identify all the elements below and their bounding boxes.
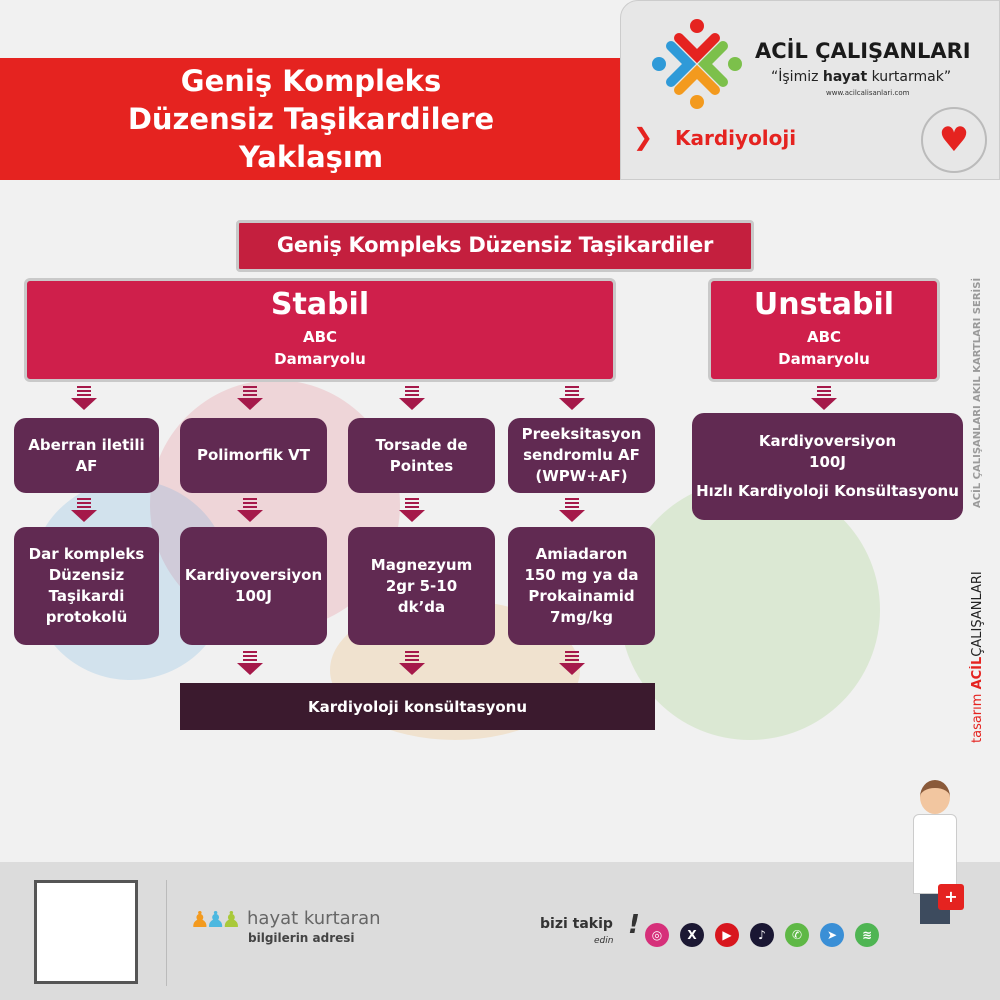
chevron-right-icon: ❯ xyxy=(633,123,654,151)
node-torsade: Torsade de Pointes xyxy=(348,418,495,493)
brand-name: ACİL ÇALIŞANLARI xyxy=(755,39,971,63)
category-label: Kardiyoloji xyxy=(675,126,797,150)
follow-sub: edin xyxy=(594,936,614,946)
arrow-down-icon xyxy=(559,498,585,526)
x-icon[interactable]: X xyxy=(680,923,704,947)
arrow-down-icon xyxy=(71,386,97,414)
follow-label: bizi takip xyxy=(540,916,613,932)
node-magnezyum: Magnezyum 2gr 5-10 dk’da xyxy=(348,527,495,645)
node-amiadaron: Amiadaron 150 mg ya da Prokainamid 7mg/k… xyxy=(508,527,655,645)
stabil-heading: Stabil xyxy=(270,287,370,322)
arrow-down-icon xyxy=(811,386,837,414)
instagram-icon[interactable]: ◎ xyxy=(645,923,669,947)
tagline-main: hayat kurtaran xyxy=(247,908,381,929)
whatsapp-icon[interactable]: ✆ xyxy=(785,923,809,947)
arrow-down-icon xyxy=(71,498,97,526)
series-label: ACİL ÇALIŞANLARI AKIL KARTLARI SERİSİ xyxy=(972,277,983,508)
arrow-down-icon xyxy=(559,386,585,414)
chart-title: Geniş Kompleks Düzensiz Taşikardiler xyxy=(236,220,754,272)
background-decoration xyxy=(620,480,880,740)
unstabil-line: ABC xyxy=(806,328,842,346)
first-aid-kit-icon: + xyxy=(938,884,964,910)
node-kardiyoversiyon: Kardiyoversiyon 100J xyxy=(180,527,327,645)
unstabil-box: Unstabil ABC Damaryolu xyxy=(708,278,940,382)
page-title: Geniş Kompleks Düzensiz Taşikardilere Ya… xyxy=(0,58,622,180)
arrow-down-icon xyxy=(559,651,585,679)
title-line: Düzensiz Taşikardilere xyxy=(127,102,495,136)
design-credit: tasarım ACİLÇALIŞANLARI xyxy=(970,571,985,744)
action-line: Kardiyoversiyon xyxy=(758,432,897,450)
social-links: ◎ X ▶ ♪ ✆ ➤ ≋ xyxy=(645,923,879,947)
node-unstabil-action: Kardiyoversiyon 100J Hızlı Kardiyoloji K… xyxy=(692,413,963,520)
footer: ♟♟♟ hayat kurtaran bilgilerin adresi biz… xyxy=(0,862,1000,1000)
node-kardiyoloji-konsultasyonu: Kardiyoloji konsültasyonu xyxy=(180,683,655,730)
node-preeksitasyon: Preeksitasyon sendromlu AF (WPW+AF) xyxy=(508,418,655,493)
brand-panel: ACİL ÇALIŞANLARI “İşimiz hayat kurtarmak… xyxy=(620,0,1000,180)
acil-calisanlari-logo-icon xyxy=(652,19,742,109)
brand-url[interactable]: www.acilcalisanlari.com xyxy=(826,89,910,97)
arrow-down-icon xyxy=(237,386,263,414)
brand-slogan: “İşimiz hayat kurtarmak” xyxy=(771,69,952,85)
action-line: Hızlı Kardiyoloji Konsültasyonu xyxy=(696,482,959,500)
stabil-box: Stabil ABC Damaryolu xyxy=(24,278,616,382)
arrow-down-icon xyxy=(399,386,425,414)
arrow-down-icon xyxy=(237,498,263,526)
arrow-down-icon xyxy=(399,651,425,679)
tagline-sub: bilgilerin adresi xyxy=(248,931,355,945)
spotify-icon[interactable]: ≋ xyxy=(855,923,879,947)
node-aberran-af: Aberran iletili AF xyxy=(14,418,159,493)
stabil-line: Damaryolu xyxy=(274,350,366,368)
arrow-down-icon xyxy=(399,498,425,526)
action-line: 100J xyxy=(809,453,846,471)
telegram-icon[interactable]: ➤ xyxy=(820,923,844,947)
stabil-line: ABC xyxy=(302,328,338,346)
heart-icon: ♥ xyxy=(921,107,987,173)
tiktok-icon[interactable]: ♪ xyxy=(750,923,774,947)
divider xyxy=(166,880,167,986)
node-dar-kompleks: Dar kompleks Düzensiz Taşikardi protokol… xyxy=(14,527,159,645)
unstabil-line: Damaryolu xyxy=(778,350,870,368)
arrow-down-icon xyxy=(237,651,263,679)
title-line: Yaklaşım xyxy=(238,140,384,174)
title-line: Geniş Kompleks xyxy=(180,64,442,98)
qr-code[interactable] xyxy=(34,880,138,984)
people-logo-icon: ♟♟♟ xyxy=(190,908,241,933)
youtube-icon[interactable]: ▶ xyxy=(715,923,739,947)
node-polimorfik-vt: Polimorfik VT xyxy=(180,418,327,493)
unstabil-heading: Unstabil xyxy=(753,287,895,322)
follow-mark: ! xyxy=(628,910,640,940)
